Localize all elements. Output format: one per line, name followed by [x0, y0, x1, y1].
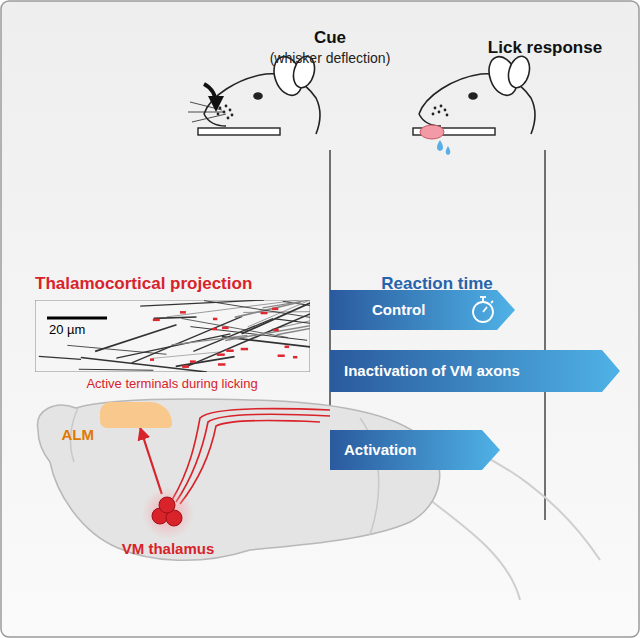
- lick-time-line: [544, 150, 546, 520]
- region-label: VM thalamus: [122, 540, 215, 557]
- scale-bar-label: 20 µm: [47, 322, 87, 337]
- event-sublabel: (whisker deflection): [270, 50, 391, 66]
- tongue: [420, 125, 444, 139]
- section-heading: Reaction time: [381, 274, 492, 294]
- bar-label: Activation: [330, 430, 417, 470]
- bar-arrow: [330, 290, 515, 330]
- thalamocortical-axons: [172, 409, 330, 504]
- bar-label: Control: [330, 290, 425, 330]
- bar-arrow: [330, 430, 500, 470]
- mouse-lick: [419, 53, 535, 134]
- lick-spout: [198, 128, 280, 135]
- vm-cells: [146, 494, 190, 532]
- section-heading: Thalamocortical projection: [35, 274, 252, 294]
- vm-nucleus: VM thalamus: [146, 494, 190, 532]
- event-label: Lick response: [488, 38, 602, 58]
- stopwatch-icon: [473, 297, 493, 322]
- reaction-time-bar: Activation: [330, 430, 500, 470]
- bar-arrow: [330, 350, 620, 392]
- bar-label: Inactivation of VM axons: [330, 350, 520, 392]
- scale-bar: [47, 317, 107, 320]
- region-label: ALM: [62, 426, 95, 443]
- cue-arrow: [204, 84, 216, 104]
- micrograph-panel: 20 µm: [35, 300, 310, 372]
- alm-region: ALM: [100, 402, 172, 428]
- reaction-time-bar: Control: [330, 290, 515, 330]
- event-label: Cue: [314, 28, 346, 48]
- projection-arrow: [140, 428, 162, 494]
- figure-caption: Active terminals during licking: [86, 376, 257, 391]
- reaction-time-bar: Inactivation of VM axons: [330, 350, 620, 392]
- water-drops: [437, 140, 450, 155]
- brain-outline: [38, 399, 440, 560]
